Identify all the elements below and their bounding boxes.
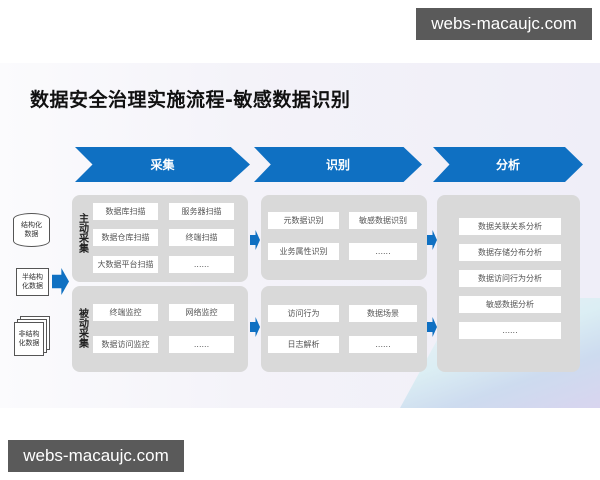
stage-label: 识别 xyxy=(325,158,350,172)
item-box: ...... xyxy=(349,243,417,260)
group-label: 主动采集 xyxy=(79,214,89,255)
stage-label: 采集 xyxy=(150,158,175,172)
unstructured-data-document-icon: 非结构化数据 xyxy=(14,322,44,356)
group-identification: 元数据识别 敏感数据识别 业务属性识别 ...... xyxy=(261,195,427,280)
group-active-collection: 主动采集 数据库扫描 服务器扫描 数据仓库扫描 终端扫描 大数据平台扫描 ...… xyxy=(72,195,248,282)
item-box: ...... xyxy=(169,256,234,273)
item-box: 元数据识别 xyxy=(268,212,339,229)
page-title: 数据安全治理实施流程-敏感数据识别 xyxy=(30,89,351,111)
group-analysis: 数据关联关系分析 数据存储分布分析 数据访问行为分析 敏感数据分析 ...... xyxy=(437,195,580,372)
item-box: ...... xyxy=(459,322,561,339)
item-box: 数据关联关系分析 xyxy=(459,218,561,235)
item-box: 数据场景 xyxy=(349,305,417,322)
item-box: 业务属性识别 xyxy=(268,243,339,260)
stage-collect-chevron: 采集 xyxy=(75,147,250,182)
item-box: 终端监控 xyxy=(93,304,158,321)
item-box: 网络监控 xyxy=(169,304,234,321)
arrow-right-icon xyxy=(427,230,437,250)
item-box: 访问行为 xyxy=(268,305,339,322)
stage-identify-chevron: 识别 xyxy=(254,147,422,182)
arrow-right-icon xyxy=(250,230,260,250)
watermark-top: webs-macaujc.com xyxy=(416,8,592,40)
arrow-right-icon xyxy=(52,268,69,295)
stage-label: 分析 xyxy=(495,158,520,172)
item-box: 数据仓库扫描 xyxy=(93,229,158,246)
arrow-right-icon xyxy=(250,317,260,337)
arrow-right-icon xyxy=(427,317,437,337)
slide: 数据安全治理实施流程-敏感数据识别 采集 识别 分析 结构化数据 半结构化数据 … xyxy=(0,63,600,408)
group-passive-collection: 被动采集 终端监控 网络监控 数据访问监控 ...... xyxy=(72,286,248,372)
stage-analyze-chevron: 分析 xyxy=(433,147,583,182)
item-box: 数据访问行为分析 xyxy=(459,270,561,287)
item-box: 终端扫描 xyxy=(169,229,234,246)
item-box: 敏感数据识别 xyxy=(349,212,417,229)
item-box: 大数据平台扫描 xyxy=(93,256,158,273)
watermark-bottom: webs-macaujc.com xyxy=(8,440,184,472)
item-box: 服务器扫描 xyxy=(169,203,234,220)
item-box: 日志解析 xyxy=(268,336,339,353)
semi-structured-data-box-icon: 半结构化数据 xyxy=(16,268,49,296)
group-behavior-identification: 访问行为 数据场景 日志解析 ...... xyxy=(261,286,427,372)
item-box: 敏感数据分析 xyxy=(459,296,561,313)
structured-data-database-icon: 结构化数据 xyxy=(13,213,50,247)
item-box: ...... xyxy=(349,336,417,353)
item-box: ...... xyxy=(169,336,234,353)
item-box: 数据访问监控 xyxy=(93,336,158,353)
item-box: 数据库扫描 xyxy=(93,203,158,220)
item-box: 数据存储分布分析 xyxy=(459,244,561,261)
group-label: 被动采集 xyxy=(79,309,89,350)
